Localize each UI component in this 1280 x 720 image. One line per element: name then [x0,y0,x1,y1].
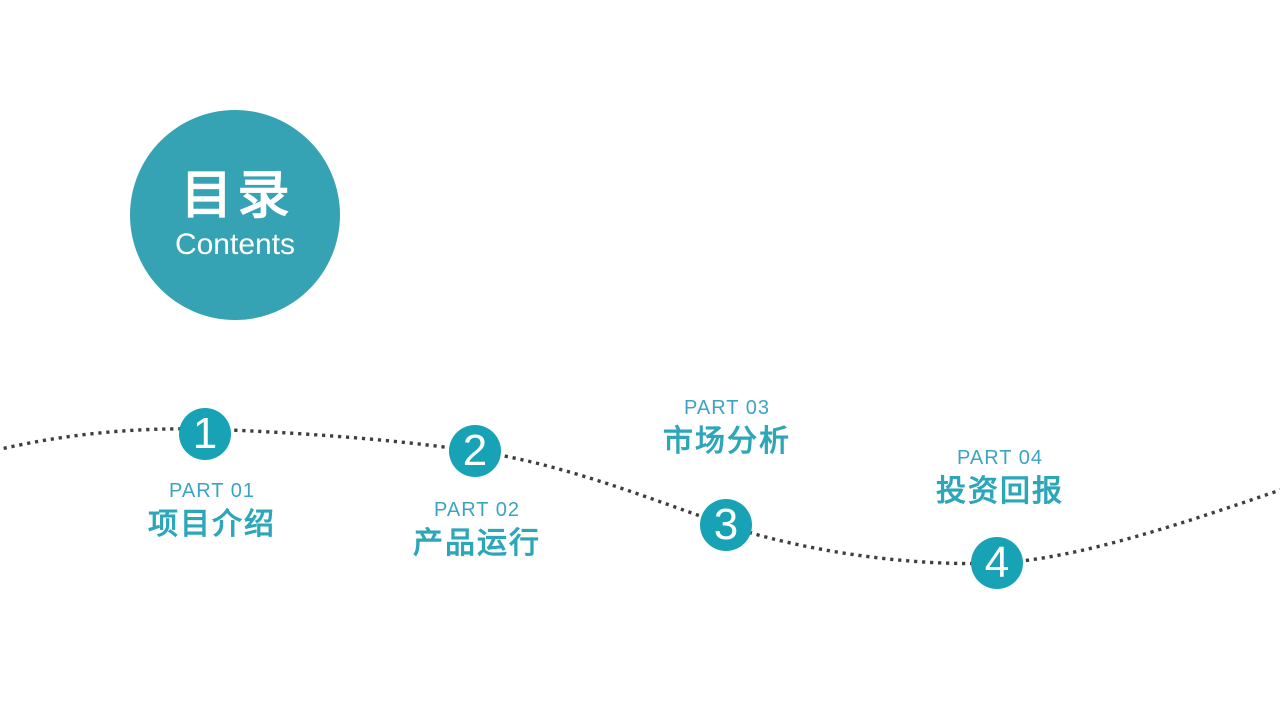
part-1-title: 项目介绍 [148,508,276,541]
part-4-number: 4 [984,538,1010,587]
part-1-label-block: PART 01 项目介绍 [92,480,332,542]
toc-title: 目录 [180,167,295,225]
part-2-number-circle: 2 [449,425,501,477]
part-4-part-label: PART 04 [957,447,1043,469]
part-4-number-circle: 4 [971,537,1023,589]
part-4-label-block: PART 04 投资回报 [880,447,1120,509]
part-3-title: 市场分析 [663,425,791,458]
part-3-number: 3 [713,500,739,549]
part-3-part-label: PART 03 [684,397,770,419]
part-1-number: 1 [192,409,218,458]
toc-subtitle: Contents [174,228,296,261]
part-3-label-block: PART 03 市场分析 [607,397,847,459]
part-2-label-block: PART 02 产品运行 [357,499,597,561]
toc-title-circle: 目录 Contents [130,110,340,320]
part-1-number-circle: 1 [179,408,231,460]
part-1-part-label: PART 01 [169,480,255,502]
part-4-title: 投资回报 [936,475,1064,508]
part-2-part-label: PART 02 [434,499,520,521]
part-3-number-circle: 3 [700,499,752,551]
part-2-title: 产品运行 [413,527,541,560]
part-2-number: 2 [462,426,488,475]
